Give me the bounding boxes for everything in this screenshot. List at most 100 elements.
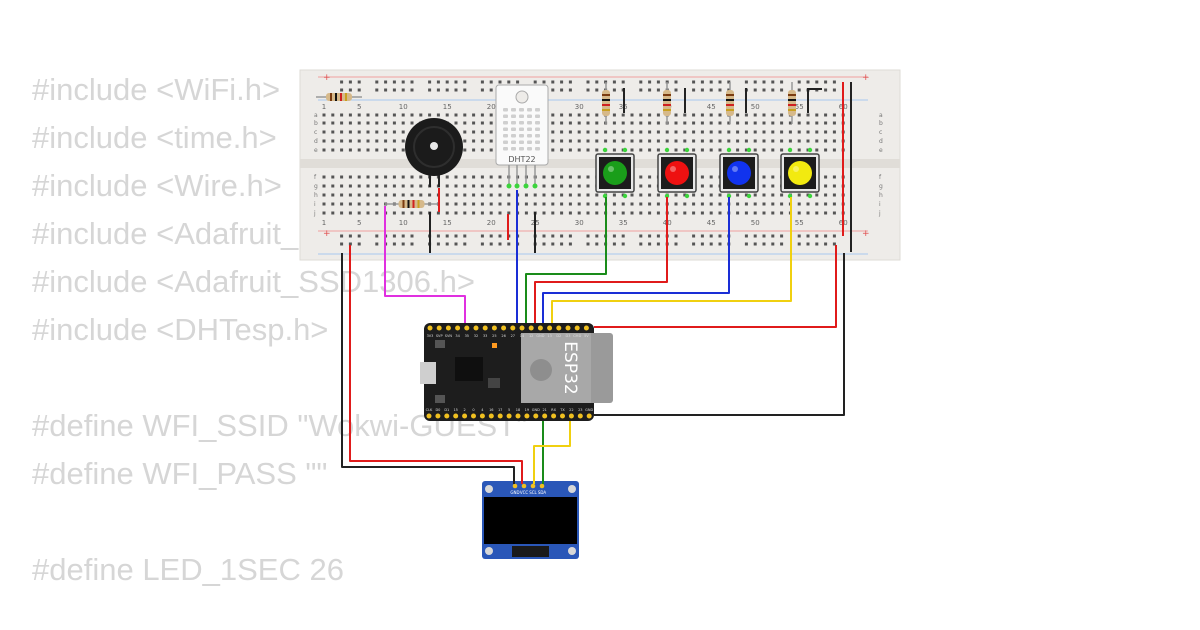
rail-hole — [568, 80, 572, 84]
breadboard-hole — [630, 148, 634, 152]
breadboard-hole — [700, 202, 704, 206]
breadboard-hole — [832, 193, 836, 197]
rail-hole — [656, 242, 660, 246]
esp32-pin — [497, 413, 503, 419]
wire-red — [534, 197, 668, 323]
button-pin-dot — [807, 193, 813, 199]
breadboard-hole — [498, 184, 502, 188]
resistor-band — [663, 94, 671, 96]
breadboard-hole — [683, 193, 687, 197]
dht22-vent — [511, 134, 516, 138]
esp32-pin-label: RX — [551, 408, 556, 412]
esp32-regulator — [488, 378, 500, 388]
rail-hole — [639, 234, 643, 238]
rail-hole — [806, 234, 810, 238]
rail-hole — [771, 242, 775, 246]
breadboard-hole — [577, 139, 581, 143]
wire-magenta — [384, 206, 466, 323]
breadboard-hole — [463, 130, 467, 134]
breadboard-hole — [348, 139, 352, 143]
resistor-band — [340, 93, 342, 101]
column-number: 5 — [357, 103, 361, 111]
oled-pin — [530, 483, 536, 489]
column-number: 45 — [707, 219, 716, 227]
breadboard-hole — [489, 193, 493, 197]
breadboard-hole — [815, 139, 819, 143]
rail-hole — [718, 234, 722, 238]
breadboard-hole — [472, 121, 476, 125]
breadboard-hole — [630, 139, 634, 143]
resistor-band — [417, 200, 420, 208]
button-highlight — [670, 166, 676, 172]
esp32-pin-label: 32 — [474, 334, 478, 338]
breadboard-hole — [348, 113, 352, 117]
breadboard-hole — [392, 121, 396, 125]
rail-hole — [463, 242, 467, 246]
breadboard-hole — [560, 130, 564, 134]
breadboard-hole — [357, 121, 361, 125]
rail-hole — [797, 234, 801, 238]
esp32-pin — [435, 413, 441, 419]
rail-hole — [595, 80, 599, 84]
breadboard-hole — [366, 121, 370, 125]
breadboard-hole — [709, 202, 713, 206]
rail-hole — [700, 234, 704, 238]
breadboard-hole — [736, 202, 740, 206]
resistor-band — [602, 94, 610, 96]
oled-pin — [539, 483, 545, 489]
esp32-pin — [556, 325, 562, 331]
rail-hole — [709, 80, 713, 84]
rail-plus-label: + — [323, 73, 331, 83]
esp32-pin — [524, 413, 530, 419]
wire-black-gnd — [594, 253, 845, 416]
dht22-vent — [519, 121, 524, 125]
rail-hole — [568, 88, 572, 92]
breadboard-hole — [463, 148, 467, 152]
breadboard-hole — [656, 211, 660, 215]
breadboard-hole — [507, 202, 511, 206]
breadboard-hole — [648, 211, 652, 215]
breadboard-hole — [824, 139, 828, 143]
esp32-pin — [471, 413, 476, 419]
esp32-pin-label: 12 — [529, 334, 533, 338]
breadboard-hole — [524, 193, 528, 197]
rail-hole — [384, 80, 388, 84]
breadboard-hole — [551, 193, 555, 197]
esp32-pin — [568, 413, 574, 419]
breadboard-hole — [348, 211, 352, 215]
breadboard-hole — [824, 184, 828, 188]
breadboard-hole — [612, 202, 616, 206]
breadboard-hole — [480, 175, 484, 179]
oled-pin-label: GND — [510, 490, 519, 495]
breadboard-hole — [436, 211, 440, 215]
breadboard-hole — [780, 113, 784, 117]
breadboard-hole — [692, 121, 696, 125]
breadboard-hole — [718, 130, 722, 134]
esp32-pin — [560, 413, 565, 419]
breadboard-hole — [560, 113, 564, 117]
breadboard-hole — [340, 139, 344, 143]
breadboard-hole — [674, 121, 678, 125]
rail-hole — [656, 80, 660, 84]
breadboard-hole — [674, 211, 678, 215]
rail-hole — [357, 242, 361, 246]
button-cap — [727, 161, 751, 185]
resistor-body — [788, 90, 796, 116]
dht22-sensor: DHT22 — [495, 84, 549, 189]
resistor-band — [402, 200, 405, 208]
rail-hole — [560, 88, 564, 92]
breadboard-hole — [542, 202, 546, 206]
esp32-pin-label: SVP — [436, 334, 443, 338]
breadboard-hole — [621, 211, 625, 215]
esp32-pin-label: CMD — [573, 334, 581, 338]
code-line: #define WFI_PASS "" — [32, 456, 328, 491]
breadboard-hole — [630, 130, 634, 134]
breadboard-hole — [463, 193, 467, 197]
esp32-pin — [427, 325, 433, 331]
esp32-pin — [574, 325, 580, 331]
rail-hole — [771, 80, 775, 84]
breadboard-hole — [454, 184, 458, 188]
rail-hole — [357, 80, 361, 84]
